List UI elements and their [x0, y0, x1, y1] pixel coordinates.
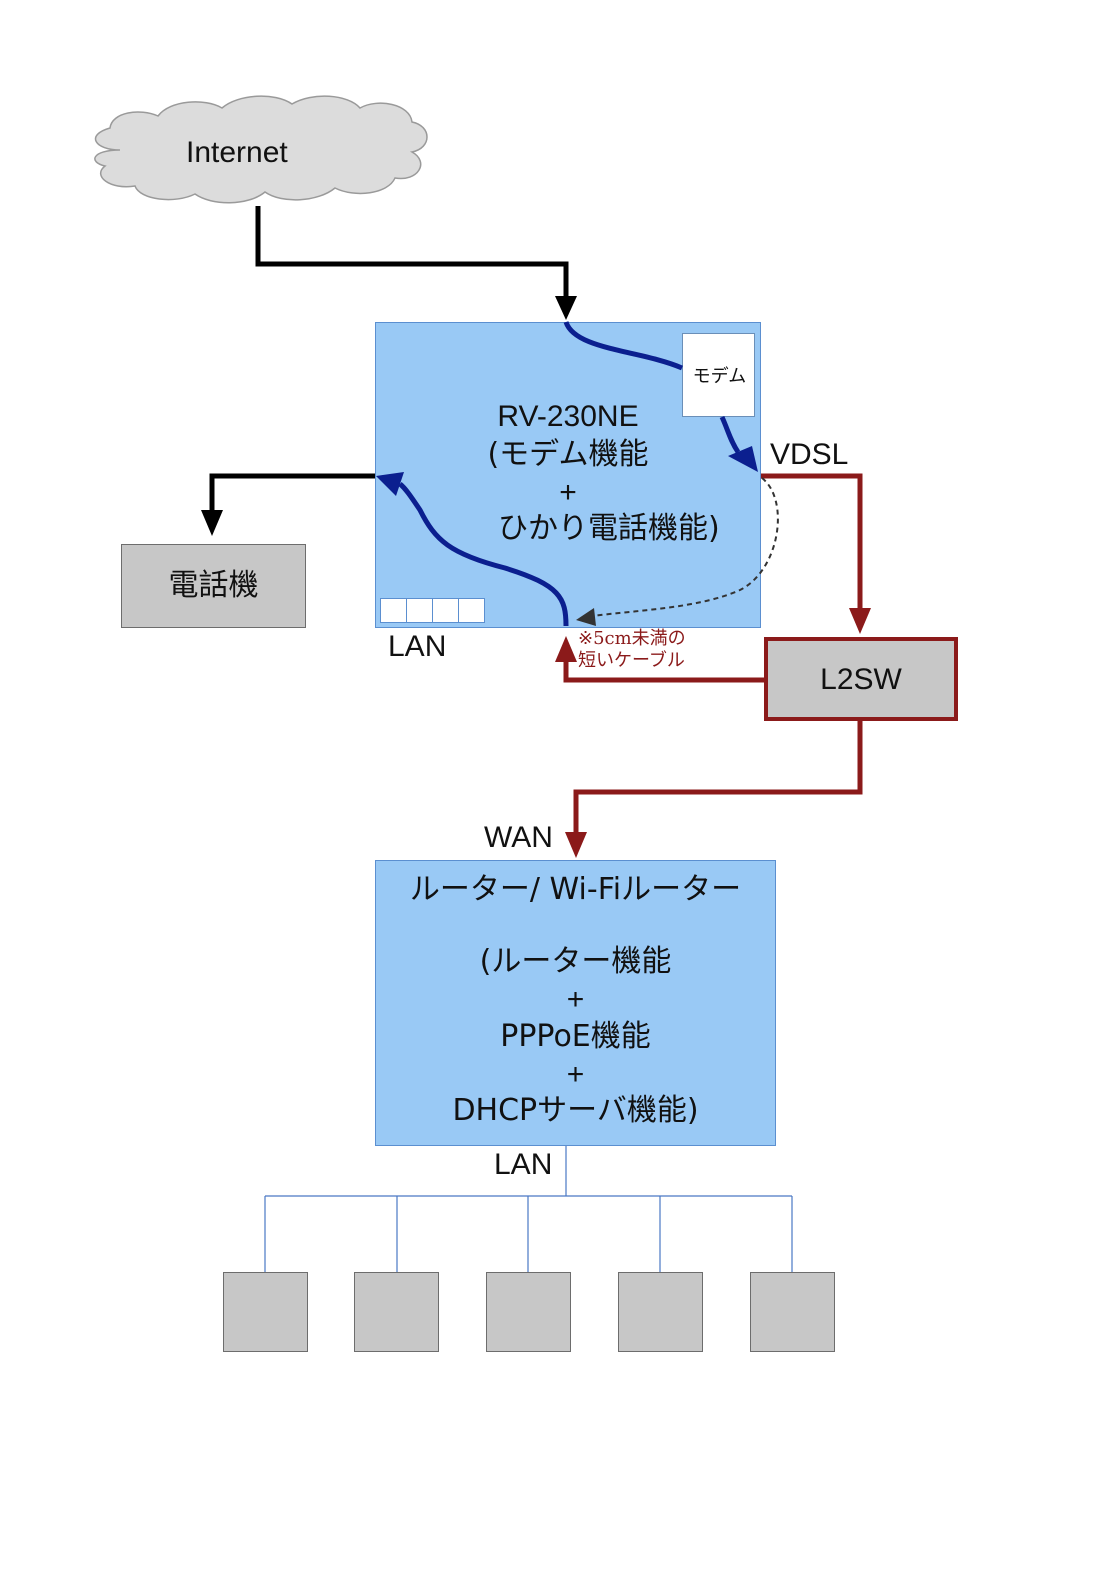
vdsl-label: VDSL: [770, 438, 849, 471]
rv230ne-line4: ひかり電話機能): [498, 511, 720, 546]
lan-label-top: LAN: [388, 630, 447, 663]
internet-cloud-shape: [94, 95, 428, 204]
lan-device: [486, 1272, 571, 1352]
internet-to-router-line: [255, 206, 577, 320]
dashed-loop: [576, 477, 779, 626]
lan-to-phone-curve: [376, 472, 569, 627]
rv230ne-line1: RV-230NE: [497, 400, 639, 433]
internet-label: Internet: [186, 136, 288, 169]
router-wifi-line3: +: [566, 983, 585, 1016]
l2sw-box: L2SW: [764, 637, 958, 721]
lan-device: [354, 1272, 439, 1352]
l2sw-label: L2SW: [820, 663, 902, 696]
lan-port: [458, 598, 485, 623]
modem-path-curve: [563, 320, 758, 472]
rv230ne-line3: +: [559, 476, 577, 509]
vdsl-to-l2sw-line: [760, 473, 871, 634]
wan-label: WAN: [484, 821, 553, 854]
l2sw-to-router-lan-line: [555, 636, 766, 683]
phone-label: 電話機: [168, 568, 259, 603]
router-wifi-box: [375, 860, 776, 1146]
modem-label: モデム: [692, 366, 747, 387]
lan-device: [750, 1272, 835, 1352]
note-line1: ※5cm未満の: [578, 628, 686, 649]
router-to-phone-line: [201, 473, 376, 536]
l2sw-to-wan-line: [565, 720, 863, 858]
note-line2: 短いケーブル: [578, 650, 685, 671]
rv230ne-line2: (モデム機能: [487, 437, 649, 472]
lan-device: [618, 1272, 703, 1352]
router-wifi-line5: +: [566, 1058, 585, 1091]
router-wifi-line1: ルーター/ Wi-Fiルーター: [409, 872, 742, 907]
lan-device: [223, 1272, 308, 1352]
router-wifi-line2: (ルーター機能: [479, 944, 672, 979]
router-wifi-line6: DHCPサーバ機能): [452, 1093, 699, 1128]
phone-box: 電話機: [121, 544, 306, 628]
router-wifi-line4: PPPoE機能: [500, 1019, 651, 1054]
lan-label-bottom: LAN: [494, 1148, 553, 1181]
modem-box: モデム: [682, 333, 755, 417]
lan-tree-lines: [264, 1146, 793, 1272]
